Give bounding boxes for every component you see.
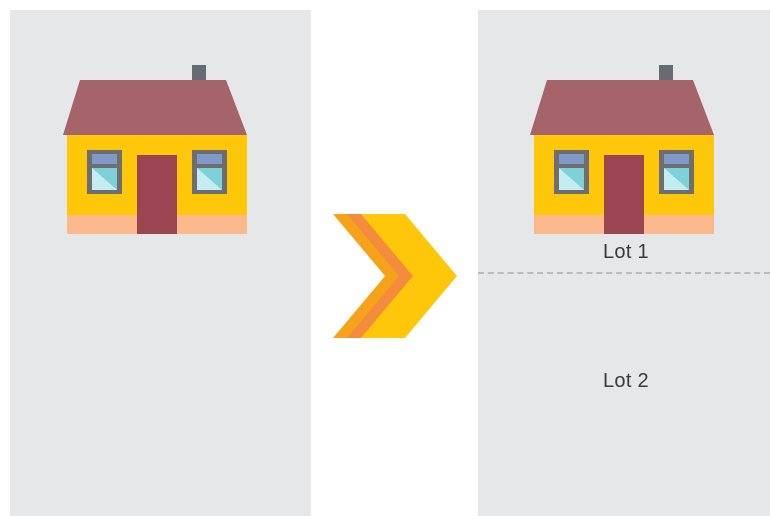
house-icon — [528, 63, 716, 238]
chevron-right-icon — [333, 214, 457, 338]
lot-2-label: Lot 2 — [566, 370, 686, 393]
lot-divider — [478, 272, 770, 274]
lot-1-label: Lot 1 — [566, 241, 686, 264]
house-icon — [61, 63, 249, 238]
